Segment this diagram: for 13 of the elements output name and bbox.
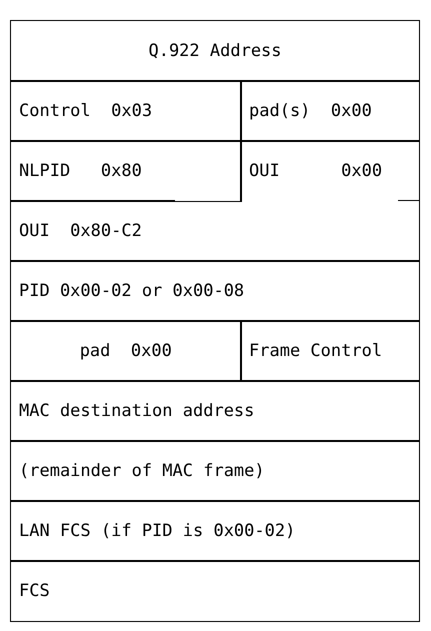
table-cell: Q.922 Address — [10, 20, 420, 82]
table-cell: pad(s) 0x00 — [240, 80, 420, 142]
table-cell: Frame Control — [240, 320, 420, 382]
table-cell: (remainder of MAC frame) — [10, 440, 420, 502]
table-cell: OUI 0x80-C2 — [10, 200, 420, 262]
table-cell: FCS — [10, 560, 420, 622]
table-cell: Control 0x03 — [10, 80, 242, 142]
table-cell: pad 0x00 — [10, 320, 242, 382]
table-cell: NLPID 0x80 — [10, 140, 242, 202]
table-cell: MAC destination address — [10, 380, 420, 442]
table-cell: OUI 0x00 — [240, 140, 420, 202]
table-cell: LAN FCS (if PID is 0x00-02) — [10, 500, 420, 562]
table-cell: PID 0x00-02 or 0x00-08 — [10, 260, 420, 322]
